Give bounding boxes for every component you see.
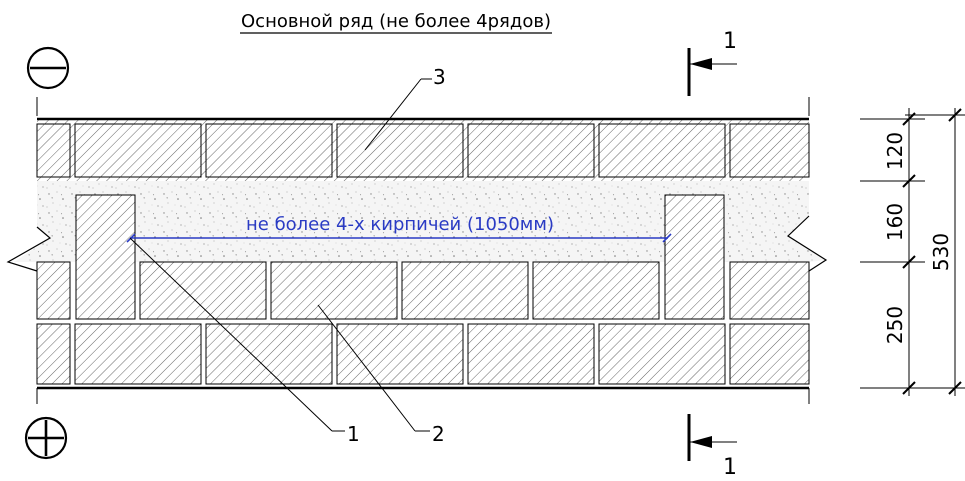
section-mark-top: 1 <box>687 29 737 96</box>
break-line-right <box>787 215 828 272</box>
callout-3: 3 <box>364 65 446 151</box>
break-line-left <box>6 226 52 272</box>
header-brick-left <box>75 194 136 320</box>
plus-sign-icon <box>24 416 68 460</box>
dimension-120: 120 <box>883 132 907 170</box>
section-mark-top-label: 1 <box>723 29 737 54</box>
callout-2-label: 2 <box>432 422 445 446</box>
concrete-band <box>14 181 825 262</box>
callout-1: 1 <box>129 237 360 446</box>
dimension-total-530: 530 <box>929 233 953 271</box>
span-annotation-text: не более 4-х кирпичей (1050мм) <box>246 214 554 235</box>
middle-brick-row <box>36 261 810 320</box>
bottom-brick-row <box>36 323 810 390</box>
callout-3-label: 3 <box>433 65 446 89</box>
minus-sign-icon <box>26 46 70 90</box>
callout-1-label: 1 <box>347 422 360 446</box>
diagram-title: Основной ряд (не более 4рядов) <box>241 11 551 32</box>
dimension-chain: 120 160 250 530 <box>860 108 965 396</box>
dimension-160: 160 <box>883 203 907 241</box>
section-mark-bottom-label: 1 <box>723 455 737 480</box>
section-mark-bottom: 1 <box>687 414 737 480</box>
header-brick-right <box>664 194 725 320</box>
callout-2: 2 <box>317 304 445 446</box>
top-brick-row <box>36 117 810 181</box>
span-annotation: не более 4-х кирпичей (1050мм) <box>126 214 672 243</box>
dimension-250: 250 <box>883 306 907 344</box>
